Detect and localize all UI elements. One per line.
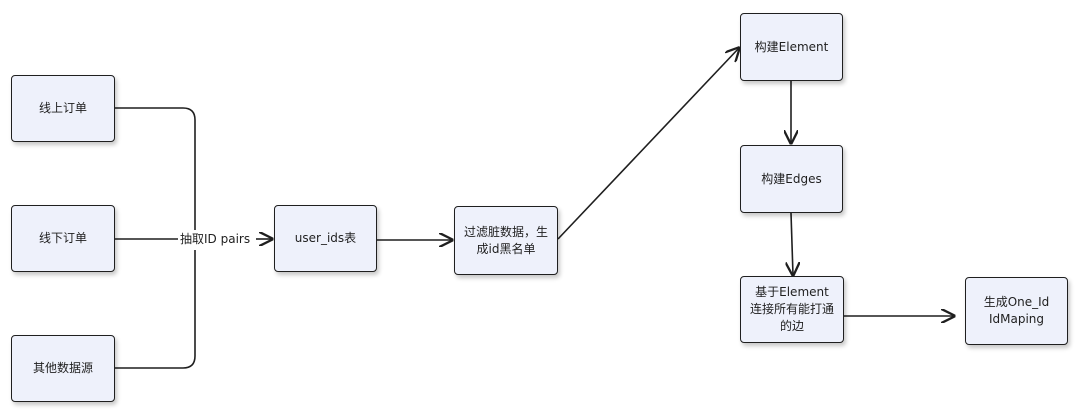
node-user-ids-label: user_ids表 (294, 231, 357, 245)
node-filter-dirty-data-label: 过滤脏数据，生 成id黑名单 (463, 224, 548, 256)
node-online-order[interactable]: 线上订单 (11, 75, 115, 142)
node-connect-edges[interactable]: 基于Element 连接所有能打通 的边 (740, 276, 844, 343)
node-build-element-label: 构建Element (754, 39, 829, 54)
node-build-edges[interactable]: 构建Edges (740, 145, 843, 213)
node-offline-order-label: 线下订单 (38, 231, 87, 245)
node-connect-edges-label: 基于Element 连接所有能打通 的边 (749, 285, 834, 333)
node-filter-dirty-data[interactable]: 过滤脏数据，生 成id黑名单 (454, 206, 558, 275)
arrow-to-connect-edges (791, 212, 793, 275)
connector-online-order (115, 107, 196, 230)
node-generate-one-id[interactable]: 生成One_Id IdMaping (965, 277, 1068, 345)
arrow-to-build-element (557, 48, 739, 240)
node-online-order-label: 线上订单 (38, 101, 87, 115)
node-other-sources-label: 其他数据源 (32, 361, 93, 375)
node-offline-order[interactable]: 线下订单 (11, 205, 115, 272)
node-build-edges-label: 构建Edges (761, 171, 822, 186)
edge-label-extract-id-pairs: 抽取ID pairs (178, 231, 253, 247)
connector-other-sources (115, 250, 196, 369)
node-generate-one-id-label: 生成One_Id IdMaping (983, 295, 1050, 326)
node-other-sources[interactable]: 其他数据源 (11, 335, 115, 402)
node-build-element[interactable]: 构建Element (740, 13, 843, 81)
node-user-ids[interactable]: user_ids表 (274, 205, 377, 272)
